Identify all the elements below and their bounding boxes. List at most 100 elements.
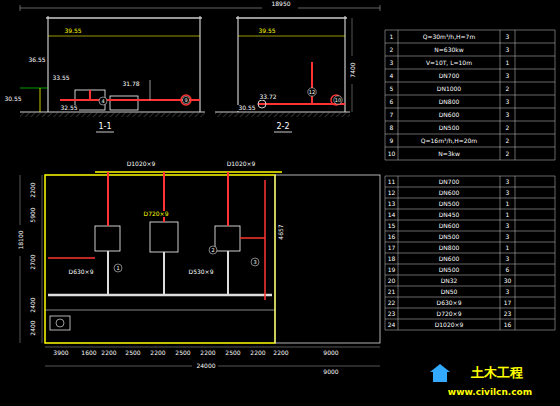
table-spec: Q=16m³/h,H=20m xyxy=(421,138,477,144)
dimension: 2500 xyxy=(124,350,141,356)
table-quantity: 1 xyxy=(506,201,510,207)
table-row-number: 1 xyxy=(390,34,394,40)
dimension: 9000 xyxy=(322,369,339,375)
table-row-number: 4 xyxy=(390,73,394,79)
pipe-size: D1020×9 xyxy=(226,161,257,167)
table-spec: DN600 xyxy=(439,190,460,196)
dimension: 4657 xyxy=(278,223,284,240)
table-row-number: 24 xyxy=(388,322,396,328)
table-quantity: 2 xyxy=(506,151,510,157)
elevation: 39.55 xyxy=(257,28,276,34)
table-row-number: 8 xyxy=(390,125,394,131)
section-title: 1-1 xyxy=(98,123,111,131)
dimension: 2200 xyxy=(199,350,216,356)
table-spec: DN50 xyxy=(441,289,458,295)
pipe-size: D1020×9 xyxy=(126,161,157,167)
table-spec: DN600 xyxy=(439,256,460,262)
table-spec: DN450 xyxy=(439,212,460,218)
callout-number: 4 xyxy=(101,99,104,104)
top-dimension xyxy=(20,5,380,11)
dimension: 2200 xyxy=(249,350,266,356)
elevation: 32.55 xyxy=(59,105,78,111)
dimension: 2700 xyxy=(30,253,36,270)
table-row-number: 7 xyxy=(390,112,394,118)
table-spec: DN800 xyxy=(439,99,460,105)
table-spec: DN600 xyxy=(439,223,460,229)
dimension: 18100 xyxy=(18,229,24,250)
watermark: 土木工程 xyxy=(471,366,523,379)
table-spec: DN700 xyxy=(439,73,460,79)
table-row-number: 17 xyxy=(388,245,396,251)
callout-number: 9 xyxy=(184,98,187,103)
elevation: 31.78 xyxy=(121,81,140,87)
dimension: 2200 xyxy=(272,350,289,356)
table-quantity: 3 xyxy=(506,223,510,229)
dimension: 2200 xyxy=(100,350,117,356)
table-row-number: 3 xyxy=(390,60,394,66)
table-quantity: 1 xyxy=(506,60,510,66)
table-row-number: 13 xyxy=(388,201,396,207)
dimension: 18950 xyxy=(270,1,291,7)
dimension: 9000 xyxy=(322,350,339,356)
dimension: 5900 xyxy=(30,206,36,223)
dimension: 2400 xyxy=(30,319,36,336)
section-2-2 xyxy=(215,16,352,132)
table-quantity: 3 xyxy=(506,112,510,118)
table-row-number: 14 xyxy=(388,212,396,218)
watermark-logo xyxy=(430,364,450,382)
table-row-number: 23 xyxy=(388,311,396,317)
dimension: 2200 xyxy=(149,350,166,356)
table-row-number: 16 xyxy=(388,234,396,240)
elevation: 30.55 xyxy=(3,96,22,102)
table-quantity: 23 xyxy=(504,311,512,317)
elevation: 33.72 xyxy=(258,94,277,100)
table-quantity: 3 xyxy=(506,47,510,53)
dimension: 2200 xyxy=(30,181,36,198)
section-1-1 xyxy=(20,16,205,132)
table-row-number: 12 xyxy=(388,190,396,196)
table-quantity: 2 xyxy=(506,138,510,144)
table-quantity: 3 xyxy=(506,34,510,40)
table-row-number: 21 xyxy=(388,289,396,295)
table-spec: N=630kw xyxy=(434,47,463,53)
dimension: 3900 xyxy=(52,350,69,356)
callout-number: 10 xyxy=(335,98,341,103)
table-quantity: 1 xyxy=(506,245,510,251)
table-row-number: 10 xyxy=(388,151,396,157)
table-quantity: 6 xyxy=(506,267,510,273)
table-spec: D630×9 xyxy=(437,300,462,306)
table-spec: Q=30m³/h,H=7m xyxy=(423,34,476,40)
callout-number: 2 xyxy=(211,248,214,253)
table-spec: V=10T, L=10m xyxy=(426,60,472,66)
table-quantity: 2 xyxy=(506,125,510,131)
table-row-number: 2 xyxy=(390,47,394,53)
table-row-number: 19 xyxy=(388,267,396,273)
table-row-number: 11 xyxy=(388,179,396,185)
table-row-number: 20 xyxy=(388,278,396,284)
table-row-number: 6 xyxy=(390,99,394,105)
table-quantity: 3 xyxy=(506,234,510,240)
table-quantity: 30 xyxy=(504,278,512,284)
dimension: 24000 xyxy=(195,363,216,369)
table-spec: DN500 xyxy=(439,267,460,273)
elevation: 36.55 xyxy=(27,57,46,63)
table-spec: D720×9 xyxy=(437,311,462,317)
table-quantity: 1 xyxy=(506,212,510,218)
table-quantity: 2 xyxy=(506,86,510,92)
table-row-number: 22 xyxy=(388,300,396,306)
table-spec: DN1000 xyxy=(437,86,461,92)
dimension: 2400 xyxy=(30,296,36,313)
dimension: 1600 xyxy=(80,350,97,356)
table-spec: DN500 xyxy=(439,125,460,131)
table-spec: DN32 xyxy=(441,278,458,284)
elevation: 39.55 xyxy=(63,28,82,34)
table-spec: D1020×9 xyxy=(435,322,464,328)
plan-view xyxy=(20,172,380,366)
table-spec: DN500 xyxy=(439,201,460,207)
table-row-number: 5 xyxy=(390,86,394,92)
section-title: 2-2 xyxy=(276,123,289,131)
callout-number: 3 xyxy=(253,260,256,265)
dimension: 7400 xyxy=(350,61,356,78)
table-quantity: 3 xyxy=(506,179,510,185)
